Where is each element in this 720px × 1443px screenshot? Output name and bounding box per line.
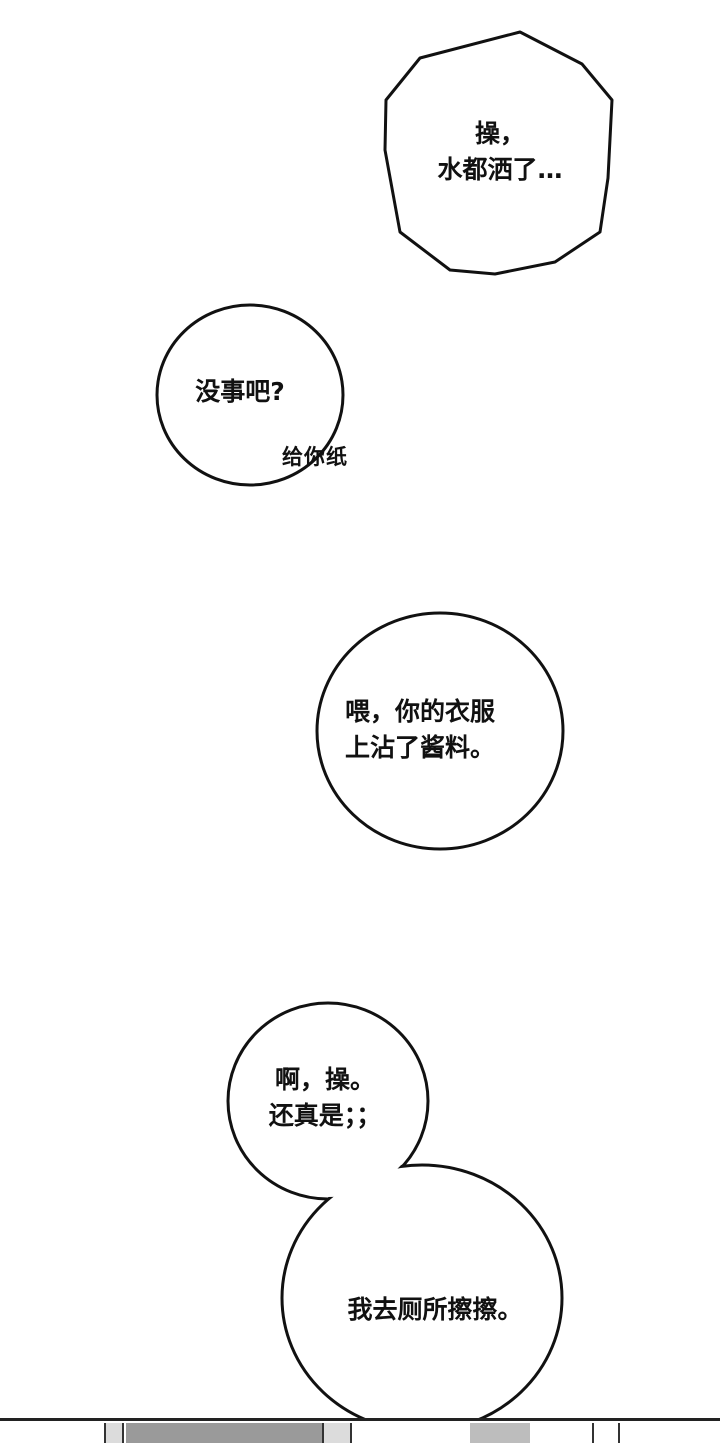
bubble-join-fill-top — [230, 1005, 426, 1197]
bubble-3-line-1: 喂，你的衣服 — [345, 697, 496, 726]
bubble-3-line-2: 上沾了酱料。 — [345, 733, 496, 762]
bubble-4-line-2: 还真是；； — [268, 1101, 382, 1130]
bubble-join-fill — [284, 1167, 560, 1429]
next-panel-shade — [126, 1423, 322, 1443]
bubble-2-text: 没事吧? — [180, 374, 300, 410]
speech-bubble-2 — [155, 303, 345, 487]
speech-bubble-3 — [315, 611, 565, 851]
next-panel-edge — [0, 1418, 720, 1443]
bubble-1-line-2: 水都洒了… — [437, 155, 563, 184]
next-panel-shade-right — [470, 1423, 530, 1443]
bubble-5-line-1: 我去厕所擦擦。 — [347, 1295, 523, 1324]
speech-bubble-1 — [383, 30, 614, 276]
next-panel-fixture-mid — [322, 1423, 352, 1443]
bubble-4-line-1: 啊，操。 — [274, 1065, 375, 1094]
next-panel-fixture-left — [104, 1423, 124, 1443]
bubble-5-text: 我去厕所擦擦。 — [330, 1292, 540, 1328]
bubble-1-line-1: 操， — [474, 119, 525, 148]
sfx-paper: 给你纸 — [282, 445, 348, 469]
bubble-3-text: 喂，你的衣服 上沾了酱料。 — [345, 694, 535, 766]
next-panel-fixture-right — [592, 1423, 620, 1443]
bubble-1-text: 操， 水都洒了… — [425, 116, 575, 188]
bubble-2-line-1: 没事吧? — [195, 377, 285, 406]
bubble-4-text: 啊，操。 还真是；； — [250, 1062, 400, 1134]
